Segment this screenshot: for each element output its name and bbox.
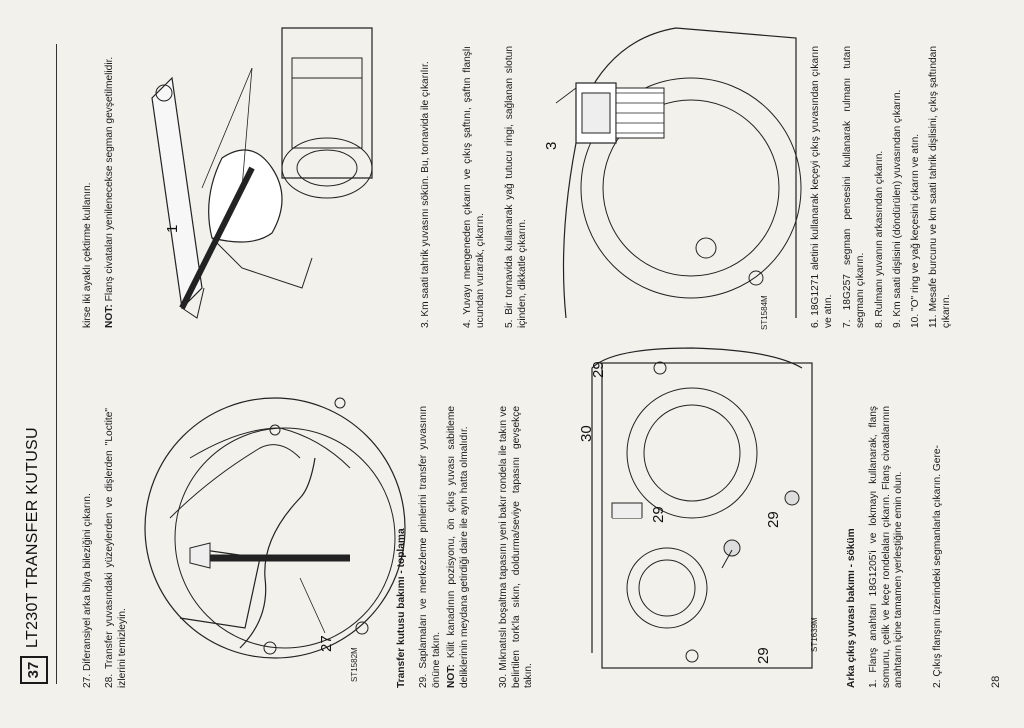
note-kilit-kanadi: NOT: Kilit kanadının pozisyonu, ön çıkış…: [446, 406, 471, 688]
step-28: 28. Transfer yuvasındaki yüzeylerden ve …: [104, 408, 128, 688]
figure-1-caption: ST1582M: [350, 647, 359, 682]
figure-4-caption: ST1584M: [760, 295, 769, 330]
step-27: 27. Diferansiyel arka bilya bileziğini ç…: [82, 493, 93, 688]
step-9: 9. Km saati dişlisini (döndürülen) yuvas…: [892, 89, 903, 328]
section-heading-toplama: Transfer kutusu bakımı - toplama: [396, 528, 407, 688]
figure-4-callout-3: 3: [543, 141, 560, 150]
step-11: 11. Mesafe burcunu ve km saati tahrik di…: [928, 46, 952, 328]
step-30: 30. Mıknatıslı boşaltma tapasını yeni ba…: [498, 406, 535, 688]
section-heading-sokum: Arka çıkış yuvası bakımı - söküm: [846, 528, 857, 688]
note-text: Kilit kanadının pozisyonu, ön çıkış yuva…: [446, 406, 470, 688]
note-label: NOT:: [104, 304, 115, 328]
figure-2-callout-30: 30: [578, 425, 595, 442]
figure-st1582m: [144, 397, 406, 659]
header-rule: [56, 44, 57, 684]
note-flans-civatalari: NOT: Flanş civataları yenilenecekse segm…: [104, 46, 117, 328]
step-8: 8. Rulmanı yuvanın arkasından çıkarın.: [874, 150, 885, 328]
figure-st1639m: [591, 347, 813, 669]
step-5: 5. Bir tornavida kullanarak yağ tutucu r…: [504, 46, 528, 328]
figure-2-callout-29-c: 29: [765, 511, 782, 528]
step-1: 1. Flanş anahtarı 18G1205'i ve lokmayı k…: [868, 406, 905, 688]
figure-3-callout-1: 1: [164, 224, 181, 233]
figure-2-callout-29-a: 29: [590, 361, 607, 378]
chapter-number-box: 37: [20, 656, 48, 684]
step-6: 6. 18G1271 aletini kullanarak keçeyi çık…: [810, 46, 834, 328]
figure-flange-wrench: [151, 27, 373, 319]
step-3: 3. Km saati tahrik yuvasını sökün. Bu, t…: [420, 61, 431, 328]
step-29: 29. Saplamaları ve merkezleme pimlerini …: [418, 406, 442, 688]
step-2: 2. Çıkış flanşını üzerindeki segmanlarla…: [932, 445, 943, 688]
figure-st1584m: [555, 27, 802, 319]
figure-2-caption: ST1639M: [810, 617, 819, 652]
step-10: 10. "O" ring ve yağ keçesini çıkarın ve …: [910, 133, 921, 328]
step-4: 4. Yuvayı mengeneden çıkarın ve çıkış şa…: [462, 46, 486, 328]
step-7: 7. 18G257 segman pensesini kullanarak ru…: [842, 46, 866, 328]
page-title: LT230T TRANSFER KUTUSU: [24, 427, 41, 648]
note-text: Flanş civataları yenilenecekse segman ge…: [104, 56, 115, 302]
figure-1-callout-27: 27: [318, 635, 335, 652]
figure-2-callout-29-d: 29: [755, 647, 772, 664]
figure-2-callout-29-b: 29: [650, 506, 667, 523]
page-number: 28: [990, 675, 1002, 688]
note-label: NOT:: [446, 664, 457, 688]
step-2-continued: kirse iki ayaklı çektirme kullanın.: [82, 182, 93, 328]
